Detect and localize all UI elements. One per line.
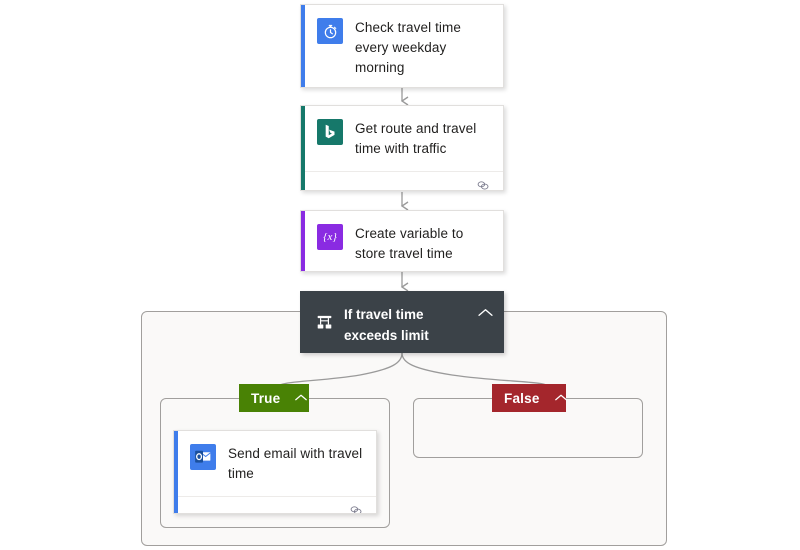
step-title: Get route and travel time with traffic [355,121,477,156]
card-accent-bar [301,5,305,87]
outlook-icon [190,444,216,470]
branch-label: False [504,390,540,406]
card-accent-bar [174,431,178,513]
card-body: Send email with travel time [174,431,376,496]
step-title: Check travel time every weekday morning [355,20,461,75]
link-icon[interactable] [349,505,364,513]
chevron-up-icon[interactable] [477,305,494,323]
card-footer [301,171,503,191]
step-card-init-variable[interactable]: {x} Create variable to store travel time [300,210,504,272]
step-card-bing-route[interactable]: Get route and travel time with traffic [300,105,504,191]
card-accent-bar [301,106,305,190]
chevron-up-icon[interactable] [294,389,308,407]
branch-badge-false[interactable]: False [492,384,568,412]
condition-title: If travel time exceeds limit [344,307,429,343]
variable-icon-label: {x} [323,231,337,243]
card-body: Get route and travel time with traffic [301,106,503,171]
link-icon[interactable] [476,180,491,191]
step-title: Create variable to store travel time [355,226,464,261]
card-body: Check travel time every weekday morning [301,5,503,87]
branch-icon [312,310,336,334]
stopwatch-icon [317,18,343,44]
step-card-trigger[interactable]: Check travel time every weekday morning [300,4,504,88]
variable-icon: {x} [317,224,343,250]
bing-icon [317,119,343,145]
card-body: {x} Create variable to store travel time [301,211,503,271]
step-title: Send email with travel time [228,446,363,481]
branch-badge-true[interactable]: True [239,384,309,412]
branch-label: True [251,390,281,406]
card-footer [174,496,376,513]
step-card-send-email[interactable]: Send email with travel time [173,430,377,514]
card-accent-bar [301,211,305,271]
condition-header[interactable]: If travel time exceeds limit [300,291,504,353]
chevron-up-icon[interactable] [554,389,568,407]
